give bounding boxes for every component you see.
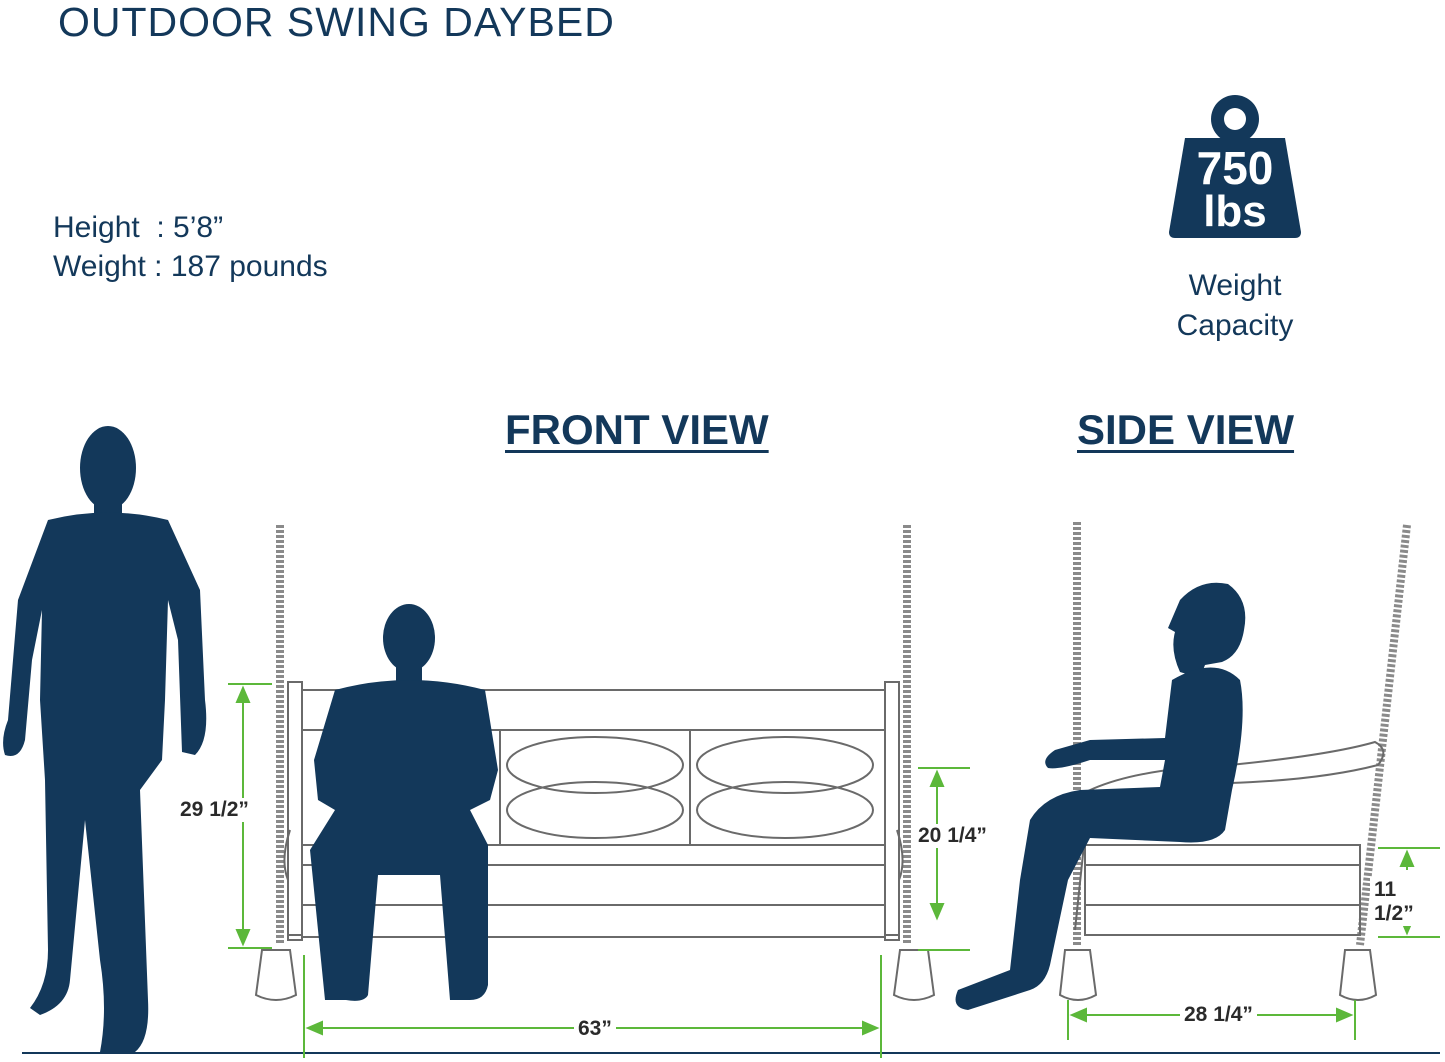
weight-icon — [1169, 95, 1301, 238]
person-height-spec: Height : 5’8” — [53, 211, 224, 244]
weight-unit: lbs — [1203, 187, 1267, 236]
weight-value: 750 — [1197, 142, 1274, 194]
seated-person-side-icon — [955, 582, 1246, 1010]
standing-person-icon — [3, 426, 207, 1052]
depth-dimension: 28 1/4” — [1180, 1003, 1257, 1027]
front-view-swing — [254, 525, 936, 1001]
capacity-label-line1: Weight — [1188, 269, 1282, 302]
width-dimension: 63” — [574, 1017, 616, 1041]
capacity-label-line2: Capacity — [1176, 309, 1294, 342]
person-weight-spec: Weight : 187 pounds — [53, 250, 328, 283]
page-title: OUTDOOR SWING DAYBED — [58, 0, 615, 45]
front-view-title: FRONT VIEW — [505, 406, 769, 453]
back-height-dimension: 29 1/2” — [176, 798, 253, 822]
seated-person-front-icon — [310, 604, 498, 1001]
side-view-title: SIDE VIEW — [1077, 406, 1295, 453]
side-seat-height-dimension: 11 1/2” — [1370, 878, 1445, 926]
seat-height-dimension: 20 1/4” — [914, 824, 991, 848]
side-view-swing — [1058, 522, 1411, 1001]
